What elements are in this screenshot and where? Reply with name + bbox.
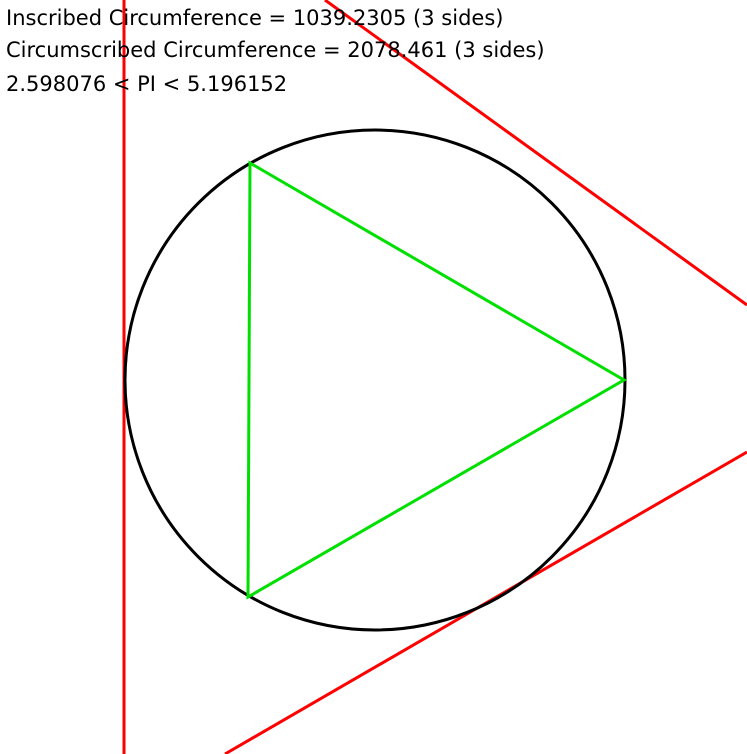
circumscribed-side-upper [324,0,747,307]
inscribed-circumference-label: Inscribed Circumference = 1039.2305 (3 s… [6,6,504,30]
pi-bounds-label: 2.598076 < PI < 5.196152 [6,72,288,96]
inscribed-triangle [246,160,627,600]
circumscribed-circumference-label: Circumscribed Circumference = 2078.461 (… [6,38,545,62]
